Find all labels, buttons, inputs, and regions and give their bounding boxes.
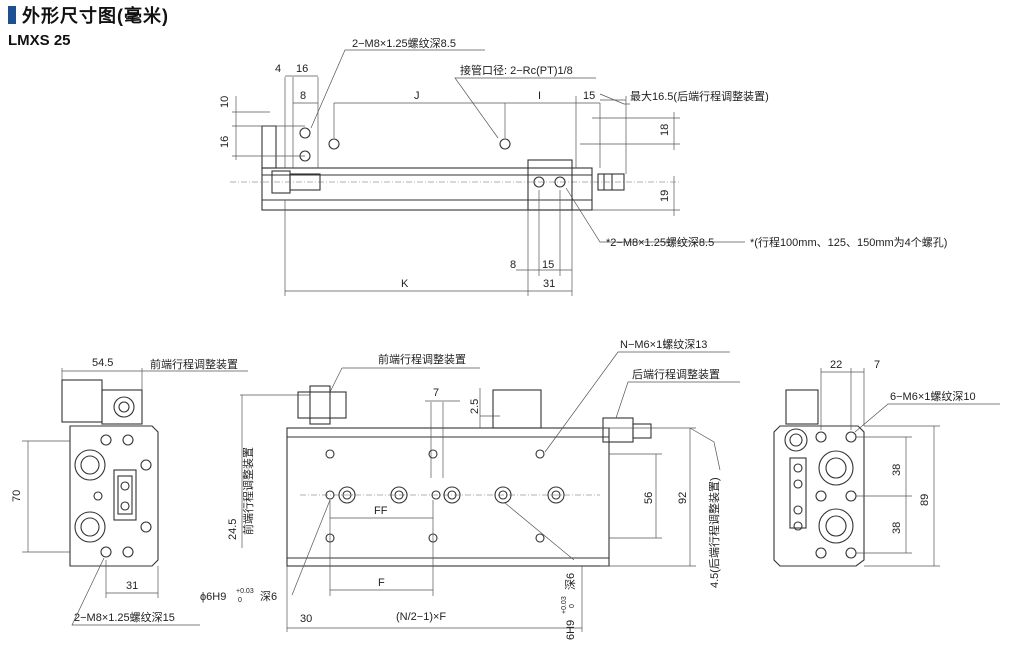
page-title: 外形尺寸图(毫米) bbox=[22, 6, 169, 26]
right-tap-label: 6−M6×1螺纹深10 bbox=[890, 389, 976, 403]
dim-F: F bbox=[378, 577, 385, 589]
dim-24-5: 24.5 bbox=[227, 519, 239, 540]
dim-19: 19 bbox=[659, 190, 671, 202]
rear-adj-label: 后端行程调整装置 bbox=[632, 367, 720, 381]
left-tap-label: 2−M8×1.25螺纹深15 bbox=[74, 610, 175, 624]
dim-4: 4 bbox=[275, 63, 281, 75]
dim-10: 10 bbox=[219, 96, 231, 108]
tap-bottom-label: *2−M8×1.25螺纹深8.5 bbox=[606, 235, 714, 249]
pin-tol-plus: +0.03 bbox=[236, 588, 254, 595]
title-bar: 外形尺寸图(毫米) bbox=[8, 4, 169, 26]
dim-22: 22 bbox=[830, 359, 842, 371]
pin-hole-label: ϕ6H9 bbox=[200, 591, 226, 603]
port-hole bbox=[499, 138, 511, 150]
dim-31-left: 31 bbox=[126, 580, 138, 592]
top-hole bbox=[554, 176, 566, 188]
dim-15-b: 15 bbox=[542, 259, 554, 271]
pin-tol-zero: 0 bbox=[238, 597, 242, 604]
top-body bbox=[261, 167, 593, 211]
tap-top-label: 2−M8×1.25螺纹深8.5 bbox=[352, 36, 456, 50]
dim-formula: (N/2−1)×F bbox=[396, 611, 446, 623]
left-front-adj-label: 前端行程调整装置 bbox=[150, 357, 238, 371]
front-tap-label: N−M6×1螺纹深13 bbox=[620, 337, 707, 351]
right-view bbox=[773, 368, 1000, 567]
port-label: 接管口径: 2−Rc(PT)1/8 bbox=[460, 63, 573, 77]
dim-16-v: 16 bbox=[219, 136, 231, 148]
dim-8-b: 8 bbox=[510, 259, 516, 271]
dim-31: 31 bbox=[543, 278, 555, 290]
left-body bbox=[69, 425, 159, 567]
dim-70: 70 bbox=[11, 490, 23, 502]
dim-7-right: 7 bbox=[874, 359, 880, 371]
dim-92: 92 bbox=[677, 492, 689, 504]
rear-adj-v-label: 4.5(后端行程调整装置) bbox=[707, 477, 721, 588]
top-view bbox=[230, 49, 745, 296]
dim-J: J bbox=[414, 90, 420, 102]
top-hole bbox=[533, 176, 545, 188]
dim-89: 89 bbox=[919, 494, 931, 506]
dim-38-a: 38 bbox=[891, 464, 903, 476]
dim-18: 18 bbox=[659, 124, 671, 136]
top-hole bbox=[328, 138, 340, 150]
top-slide-block bbox=[527, 159, 573, 211]
front-view bbox=[240, 351, 740, 632]
title-mark bbox=[8, 6, 16, 24]
dim-38-b: 38 bbox=[891, 522, 903, 534]
pin-v-tol-plus: +0.03 bbox=[561, 596, 568, 614]
top-hole bbox=[299, 127, 311, 139]
dim-8: 8 bbox=[300, 90, 306, 102]
pin-depth-label: 深6 bbox=[260, 590, 277, 603]
dim-FF: FF bbox=[374, 505, 388, 517]
dim-16: 16 bbox=[296, 63, 308, 75]
dim-56: 56 bbox=[643, 492, 655, 504]
stroke-note: *(行程100mm、125、150mm为4个螺孔) bbox=[750, 236, 947, 249]
dim-15: 15 bbox=[583, 90, 595, 102]
left-view bbox=[22, 368, 248, 626]
pin-v-tol-zero: 0 bbox=[569, 604, 576, 608]
model-name: LMXS 25 bbox=[8, 32, 71, 49]
front-adj-label: 前端行程调整装置 bbox=[378, 352, 466, 366]
max-adj-label: 最大16.5(后端行程调整装置) bbox=[630, 89, 769, 103]
dim-30: 30 bbox=[300, 613, 312, 625]
dim-I: I bbox=[538, 90, 541, 102]
dim-2-5: 2.5 bbox=[469, 399, 481, 414]
pin-v-depth-label: 深6 bbox=[564, 573, 577, 590]
dim-K: K bbox=[401, 278, 409, 290]
front-body bbox=[286, 427, 610, 567]
front-adj-v-label: 前端行程调整装置 bbox=[241, 447, 255, 535]
dim-7: 7 bbox=[433, 387, 439, 399]
dim-54-5: 54.5 bbox=[92, 357, 113, 369]
pin-v-label: 6H9 bbox=[565, 620, 577, 640]
